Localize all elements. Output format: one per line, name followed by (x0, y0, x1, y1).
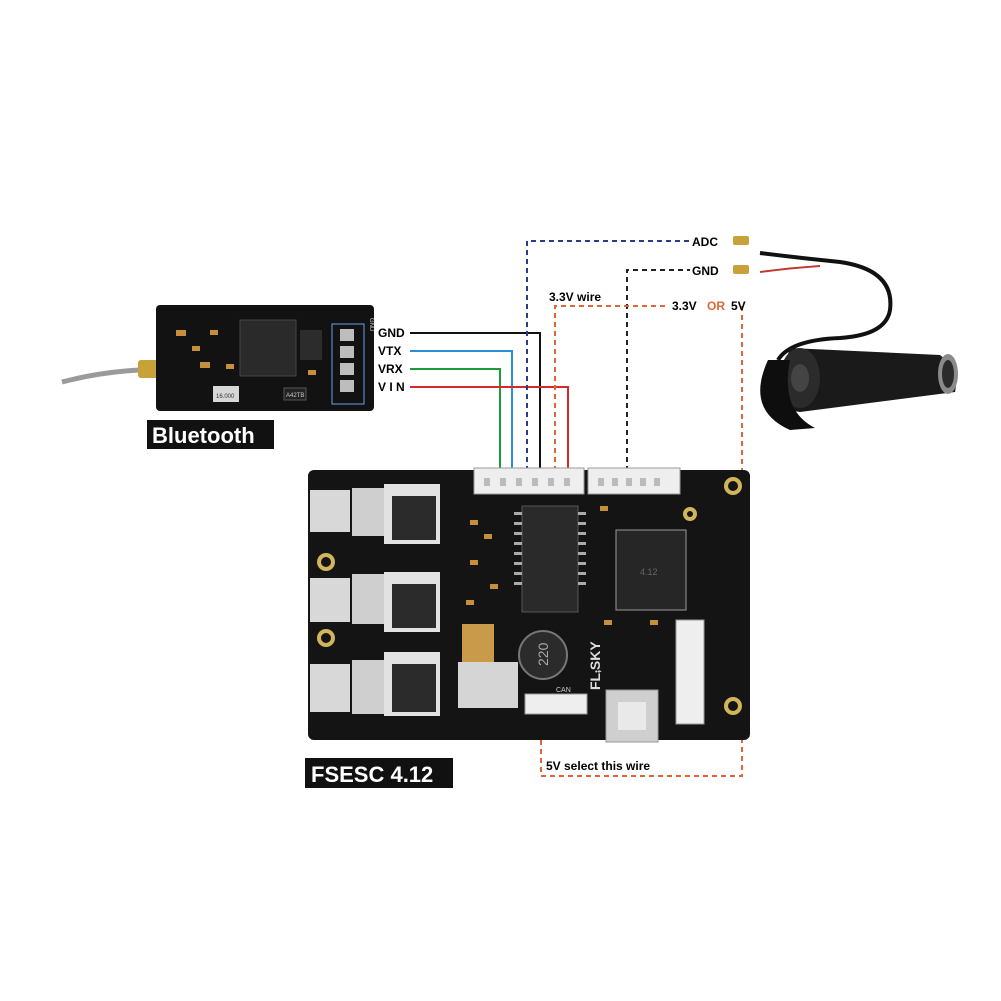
wire-adc (526, 240, 690, 480)
label-or: OR (707, 299, 725, 313)
bluetooth-header-pads (340, 329, 354, 392)
wire-3v3 (554, 305, 668, 480)
wire-gnd (410, 332, 541, 480)
bluetooth-title: Bluetooth (147, 420, 274, 449)
pin-label-vtx: VTX (378, 344, 401, 358)
esc-chip-label: 4.12 (640, 567, 658, 577)
crystal (213, 386, 239, 402)
label-adc: ADC (692, 235, 718, 249)
antenna-icon (61, 367, 141, 385)
motor-pad-a (310, 490, 350, 532)
wire-throttle-gnd (626, 269, 690, 480)
bluetooth-module: 16.000 A42TB GND (61, 305, 374, 411)
wire-vrx (410, 368, 501, 480)
inductor (518, 630, 568, 680)
wire-vtx (410, 350, 513, 480)
note-5v-select: 5V select this wire (546, 759, 650, 773)
pin-label-vrx: VRX (378, 362, 403, 376)
wire-vin (410, 386, 569, 480)
mcu-chip (615, 529, 687, 611)
esc-title-text: FSESC 4.12 (311, 762, 433, 787)
pin-label-vin: V I N (378, 380, 405, 394)
bluetooth-wires (410, 332, 569, 480)
board-brand: FL⨾SKY (587, 641, 603, 690)
esc-connector-can (524, 693, 588, 715)
label-throttle-gnd: GND (692, 264, 719, 278)
silk-can: CAN (556, 687, 571, 694)
motor-pad-c (310, 664, 350, 712)
bluetooth-title-text: Bluetooth (152, 423, 255, 448)
note-3v3-wire: 3.3V wire (549, 290, 601, 304)
mosfets (384, 484, 440, 716)
throttle-grip-icon (733, 236, 958, 430)
gate-driver-chip (521, 505, 579, 613)
crystal-label: 16.000 (216, 394, 235, 400)
esc-board: 4.12 220 FL⨾SKY CAN (308, 467, 750, 743)
motor-pad-b (310, 578, 350, 622)
esc-title: FSESC 4.12 (305, 758, 453, 788)
label-3v3: 3.3V (672, 299, 697, 313)
label-5v: 5V (731, 299, 746, 313)
bluetooth-chip-small (300, 330, 322, 360)
capacitor (462, 624, 494, 662)
pin-label-gnd: GND (378, 326, 405, 340)
esc-connector-uart (473, 467, 585, 495)
esc-connector-side (675, 619, 705, 725)
module-side-label: GND (368, 318, 374, 332)
inductor-label: 220 (535, 642, 551, 666)
bluetooth-chip (239, 319, 297, 377)
chip2-label: A42TB (286, 393, 304, 399)
